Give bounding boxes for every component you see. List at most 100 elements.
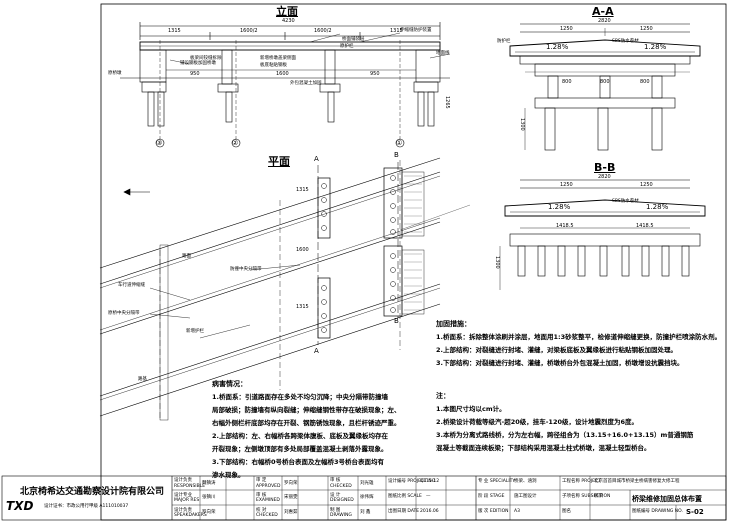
elevation-dim-4: 1315 [390, 28, 403, 34]
plan-label-new-rail: 新增护栏 [186, 329, 204, 334]
project-no: QL15-12 [420, 479, 440, 484]
project-no-label: 设计编号 PROJECT NO [388, 479, 436, 484]
company-certificate: 设计证书：市政公用行甲级 A111010037 [44, 504, 129, 509]
bb-slope-left: 1.28% [548, 203, 571, 211]
plan-label-joint: 车行道伸缩缝 [118, 283, 145, 288]
general-line-4: 混凝土等截面连续板梁；下部结构采用混凝土柱式桥墩，混凝土轻型桥台。 [436, 444, 651, 452]
drawing-title-label: 图名 [562, 509, 571, 514]
date-value: 2016.06 [420, 509, 439, 514]
aa-bottom-dim-2: 800 [600, 79, 610, 85]
bb-mid-dim-1: 1418.5 [556, 223, 574, 229]
role3-2-name: 徐伟辉 [360, 495, 374, 500]
aa-bottom-dim-1: 800 [562, 79, 572, 85]
role-3-name: 罗向荣 [202, 510, 216, 515]
role2-3-en: CHECKED [256, 513, 278, 518]
general-line-3: 3.本桥为分离式路线桥，分为左右幅，跨径组合为（13.15+16.0+13.15… [436, 431, 694, 439]
drawing-no: S-02 [686, 508, 704, 516]
plan-view [99, 157, 471, 421]
general-line-1: 1.本图尺寸均以cm计。 [436, 405, 506, 413]
bb-dim-left: 1250 [560, 182, 573, 188]
disease-notes: 病害情况： 1.桥面系：引道路面存在多处不均匀沉降；中央分隔带防撞墙 局部破损；… [212, 378, 401, 482]
title-block-grid [1, 475, 727, 521]
company-name: 北京椅希达交通勘察设计院有限公司 [20, 487, 165, 497]
general-notes: 注： 1.本图尺寸均以cm计。 2.桥梁设计荷载等级汽-超20级，挂车-120级… [436, 390, 693, 455]
disease-line-6: 3.下部结构：右幅桥0号桥台表面及左幅桥3号桥台表面均有 [212, 458, 385, 466]
elevation-total-dim: 4230 [282, 18, 295, 24]
axis-3: ③ [156, 139, 163, 147]
disease-line-4: 2.上部结构：左、右幅桥各跨梁体腹板、底板及翼缘板均存在 [212, 432, 388, 440]
elevation-mid-dim-1: 950 [190, 71, 200, 77]
aa-dim-left: 1250 [560, 26, 573, 32]
general-heading: 注： [436, 392, 450, 400]
role3-1-name: 刘光雄 [360, 481, 374, 486]
role2-1-cn: 审 定 [256, 478, 267, 483]
elevation-right-dim: 1265 [444, 96, 450, 109]
bb-dim-right: 1250 [640, 182, 653, 188]
stage-label: 阶 段 STAGE [478, 494, 505, 499]
role3-1-cn: 审 核 [330, 478, 341, 483]
edition-value: A3 [514, 509, 520, 514]
disease-line-5: 开裂现象；左侧墩顶部有多处局部覆盖混凝土剥落外露现象。 [212, 445, 388, 453]
elevation-dim-3: 1600/2 [314, 28, 332, 34]
disease-line-1: 1.桥面系：引道路面存在多处不均匀沉降；中央分隔带防撞墙 [212, 393, 388, 401]
subsection-label: 子项名称 SUBSECTION [562, 494, 611, 499]
role-1-en: RESPONSIBLE [174, 484, 206, 489]
speciality-value: 桥梁、涵洞 [514, 479, 537, 484]
disease-line-3: 右幅外侧栏杆底部均存在开裂、钢筋锈蚀现象，且栏杆锈迹严重。 [212, 419, 401, 427]
axis-1: ① [396, 139, 403, 147]
role2-2-cn: 审 核 [256, 493, 267, 498]
role3-2-en: DESIGNED [330, 498, 354, 503]
reinforce-heading: 加固措施： [436, 320, 471, 328]
disease-line-2: 局部破损；防撞墙有纵向裂缝；伸缩缝钢性带存在破损现象；左、 [212, 406, 401, 414]
aa-dim-total: 2820 [598, 18, 611, 24]
label-original-pier: 原桥墩 [108, 71, 122, 76]
role-1-cn: 设计负责 [174, 478, 192, 483]
project-name: 北京首首目城市桥梁主桥病害修复大修工程 [594, 479, 680, 484]
label-new-capbeam: 新增桥墩盖梁侧面 [260, 56, 296, 61]
role3-3-en: DRAWING [330, 513, 352, 518]
stage-value: 施工图设计 [514, 494, 537, 499]
company-logo: TXD [6, 499, 34, 513]
disease-line-7: 渗水现象。 [212, 471, 245, 479]
plan-label-median: 原桥中央分隔带 [108, 311, 140, 316]
date-label: 出图日期 DATE [388, 509, 420, 514]
bb-mid-dim-2: 1418.5 [636, 223, 654, 229]
plan-label-subgrade: 路基 [138, 377, 147, 382]
label-deck-paving: 桥面铺装层 [342, 37, 365, 42]
label-expansion-guard: 伸缩缝防护装置 [400, 28, 432, 33]
label-pier-plate: 铺设钢板加固桥墩 [180, 61, 216, 66]
section-bb-title: B-B [594, 161, 616, 174]
subsection-value: 桥梁 [594, 494, 603, 499]
role3-2-cn: 设 计 [330, 493, 341, 498]
aa-slope-right: 1.28% [644, 43, 667, 51]
plan-label-road: 路面 [182, 254, 191, 259]
label-hinge-removal: 板梁间铰缝拆除 [190, 56, 222, 61]
section-aa-title: A-A [592, 5, 614, 18]
reinforce-notes: 加固措施： 1.桥面系：拆除整体涂刷并涂层，地面用1:3砂浆整平，检修道伸缩缝更… [436, 318, 721, 370]
plan-section-b-top: B [394, 151, 399, 159]
elevation-title: 立面 [276, 5, 298, 18]
label-encasement: 外包混凝土加固 [290, 81, 322, 86]
drawing-no-label: 图纸编号 DRAWING NO. [632, 509, 683, 514]
plate-hatch [404, 175, 422, 311]
role2-2-en: EXAMINED [256, 498, 280, 503]
plan-dim-2: 1600 [296, 247, 309, 253]
reinforce-line-2: 2.上部结构：对裂缝进行封堵、灌缝，对梁板底板及翼缘板进行粘贴钢板加固处理。 [436, 346, 677, 354]
plan-section-b-bottom: B [394, 317, 399, 325]
role2-3-name: 刘惠茹 [284, 510, 298, 515]
role-2-name: 张镇川 [202, 495, 216, 500]
role3-3-cn: 制 图 [330, 508, 341, 513]
elevation-mid-dim-2: 1600 [276, 71, 289, 77]
aa-bottom-dim-3: 800 [640, 79, 650, 85]
role2-3-cn: 校 对 [256, 508, 267, 513]
bb-height-dim: 1300 [494, 256, 500, 269]
section-aa-view [509, 23, 701, 151]
role-3-en: SPEAKDAKERS [174, 513, 207, 518]
general-line-2: 2.桥梁设计荷载等级汽-超20级，挂车-120级，设计地震烈度为6度。 [436, 418, 639, 426]
plate-bolts [321, 175, 396, 333]
bb-deck-label: SBS防水卷材 [612, 199, 639, 204]
role3-1-en: CHECKED [330, 484, 352, 489]
aa-left-label: 防护栏 [497, 39, 511, 44]
plan-dim-3: 1315 [296, 304, 309, 310]
